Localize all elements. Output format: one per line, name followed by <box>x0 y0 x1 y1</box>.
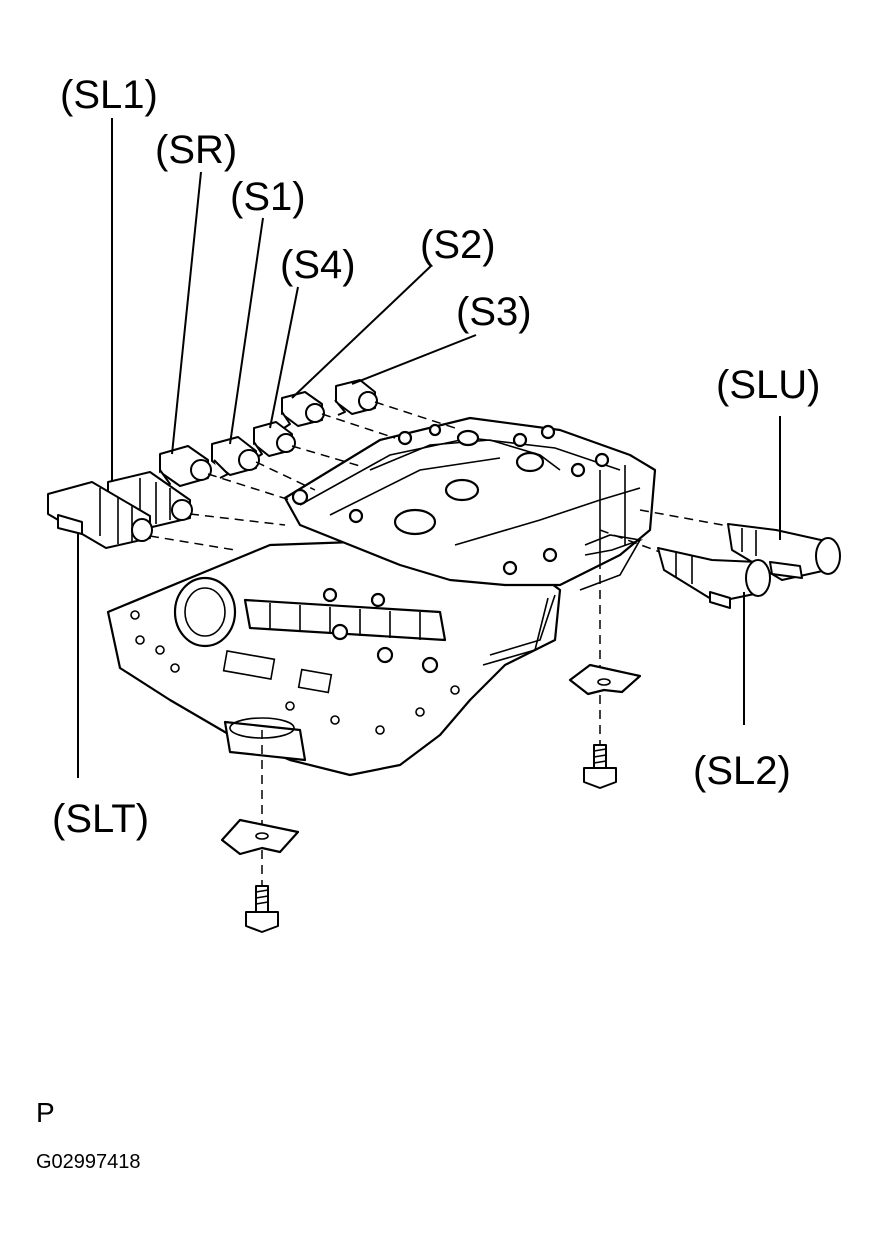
figure-code: G02997418 <box>36 1151 141 1173</box>
label-sl1: (SL1) <box>60 73 158 117</box>
valve-body <box>106 416 657 777</box>
label-sl2: (SL2) <box>693 749 791 793</box>
label-s3: (S3) <box>456 290 532 334</box>
solenoids <box>47 379 841 609</box>
bolt-left <box>245 885 279 933</box>
label-slu: (SLU) <box>716 363 820 407</box>
label-sr: (SR) <box>155 128 237 172</box>
label-s4: (S4) <box>280 243 356 287</box>
bolt-right <box>583 744 617 789</box>
solenoid-s1 <box>211 436 260 479</box>
solenoid-s4 <box>253 421 296 459</box>
label-s1: (S1) <box>230 175 306 219</box>
install-lines <box>149 401 729 885</box>
solenoid-slt <box>47 481 153 549</box>
solenoid-s2 <box>281 391 325 429</box>
bolts <box>245 744 617 933</box>
label-slt: (SLT) <box>52 797 149 841</box>
label-s2: (S2) <box>420 223 496 267</box>
solenoid-sr <box>159 445 212 489</box>
brackets <box>220 663 642 856</box>
labels: (SL1) (SR) (S1) (S4) (S2) (S3) (SLU) (SL… <box>52 73 820 841</box>
solenoid-sl2 <box>657 547 771 609</box>
footer: P G02997418 <box>36 1097 141 1173</box>
bracket-left <box>220 818 300 856</box>
solenoid-s3 <box>334 379 378 416</box>
footer-mark: P <box>36 1097 55 1128</box>
leader-lines <box>77 118 781 778</box>
solenoid-slu <box>727 523 841 581</box>
